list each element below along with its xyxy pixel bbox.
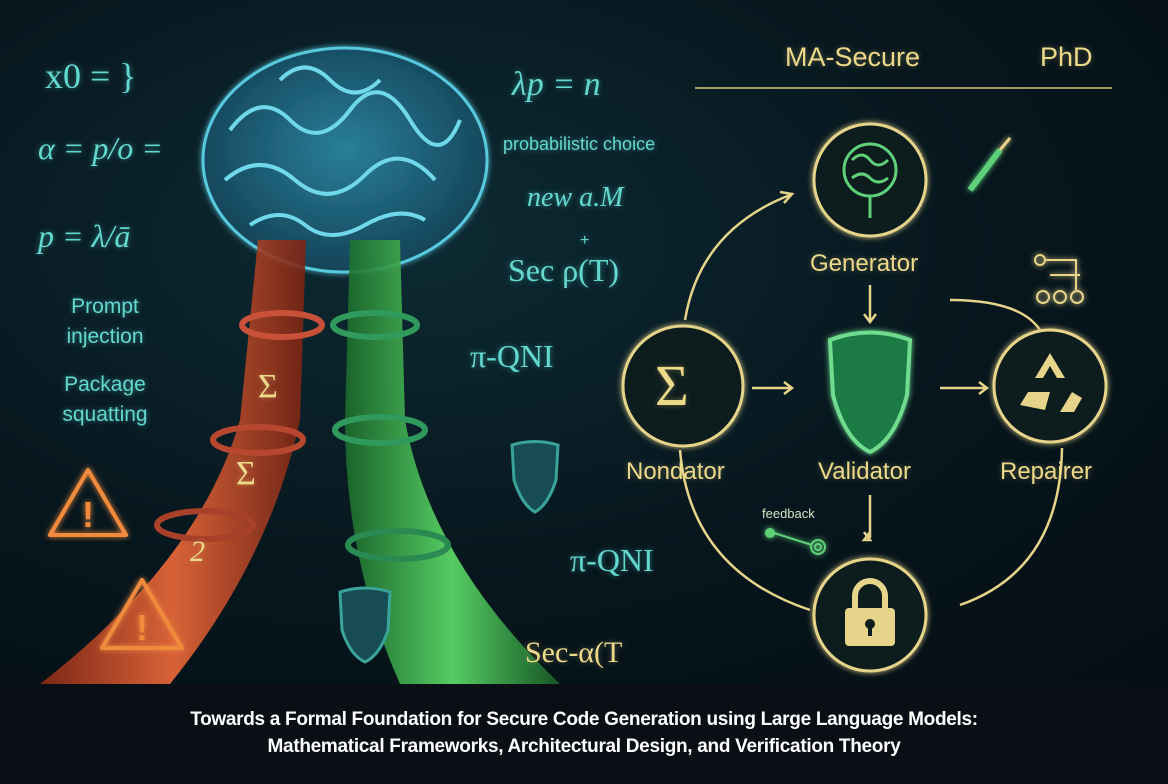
threat-prompt-injection: Prompt injection — [40, 292, 170, 352]
formula: π-QNI — [570, 542, 654, 578]
caption-bar: Towards a Formal Foundation for Secure C… — [0, 684, 1168, 784]
formula: p = λ/ā — [38, 218, 131, 254]
sigma-icon: Σ — [655, 353, 689, 418]
shield-icon — [338, 586, 392, 664]
formula: π-QNI — [470, 338, 554, 374]
formula: λp = n — [512, 66, 601, 103]
sigma-symbol: Σ — [258, 368, 278, 405]
threat-label: squatting — [62, 403, 148, 426]
shield-icon — [510, 440, 560, 514]
tube-symbol: 2 — [190, 535, 205, 568]
threat-label: Prompt — [71, 295, 139, 318]
red-data-stream — [40, 240, 325, 684]
nondator-node — [621, 324, 745, 448]
brand-title: MA-Secure — [785, 42, 921, 72]
formula: new a.M — [527, 182, 624, 213]
svg-text:!: ! — [82, 494, 94, 535]
illustration: ! ! — [0, 0, 1168, 684]
degree-label: PhD — [1040, 42, 1093, 72]
brain-icon — [201, 46, 489, 274]
caption-line: Mathematical Frameworks, Architectural D… — [267, 736, 901, 757]
validator-shield-icon — [827, 330, 913, 455]
illustration-graphics: ! ! — [40, 46, 1112, 684]
sigma-symbol: Σ — [236, 455, 256, 492]
feedback-dial-icon — [765, 528, 826, 555]
workflow-arrows — [678, 190, 1064, 612]
formula-caption: probabilistic choice — [503, 134, 656, 154]
green-data-stream — [330, 240, 560, 684]
brain-icon — [842, 142, 898, 218]
generator-label: Generator — [810, 250, 919, 277]
nondator-label: Nondator — [626, 458, 725, 485]
feedback-label: feedback — [762, 506, 815, 521]
threat-label: Package — [64, 373, 146, 396]
validator-label: Validator — [818, 458, 911, 485]
formula: x0 = } — [45, 56, 137, 96]
threat-label: injection — [66, 325, 144, 348]
network-icon — [1034, 254, 1084, 304]
recycle-icon — [1020, 353, 1082, 412]
warning-icon: ! — [100, 578, 184, 650]
repairer-node — [992, 328, 1108, 444]
threat-package-squatting: Package squatting — [40, 370, 170, 430]
formula: Sec ρ(T) — [508, 252, 620, 288]
lock-icon — [845, 578, 895, 646]
formula: Sec-α(T — [525, 636, 623, 669]
caption-line: Towards a Formal Foundation for Secure C… — [190, 709, 978, 730]
warning-icon: ! — [48, 468, 128, 537]
formula: α = p/o = — [38, 130, 163, 166]
plus-sign: + — [580, 232, 590, 249]
repairer-label: Repairer — [1000, 458, 1093, 485]
svg-text:!: ! — [136, 607, 148, 648]
pen-icon — [967, 137, 1012, 192]
